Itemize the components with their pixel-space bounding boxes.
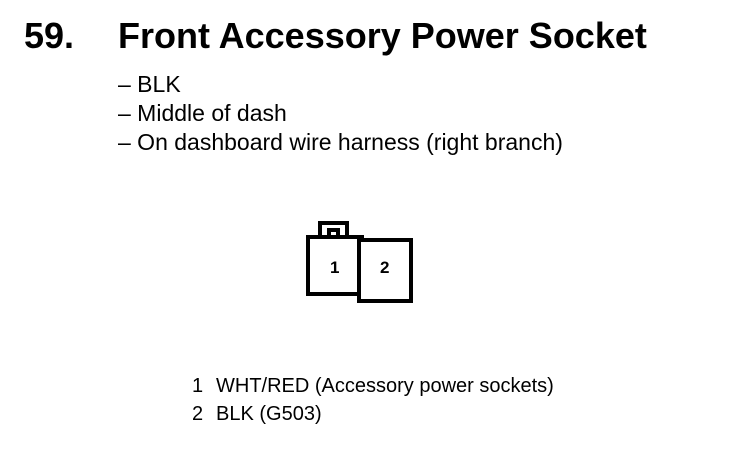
cavity-2-label: 2 [380,258,389,277]
cavity-2-outline [357,238,413,303]
connector-location: – Middle of dash [118,100,287,126]
item-number: 59. [24,15,75,56]
connector-harness: – On dashboard wire harness (right branc… [118,129,563,155]
connector-color: – BLK [118,71,181,97]
pin-row: 2 BLK (G503) [192,400,554,428]
pin-description: BLK (G503) [216,403,322,425]
pin-description: WHT/RED (Accessory power sockets) [216,375,554,397]
connector-details: – BLK – Middle of dash – On dashboard wi… [118,70,563,157]
page-title: Front Accessory Power Socket [118,15,647,56]
pin-row: 1 WHT/RED (Accessory power sockets) [192,372,554,400]
pin-number: 2 [192,403,204,425]
locking-tab [318,221,349,237]
locking-tab-inner [327,228,340,237]
cavity-1-label: 1 [330,258,339,277]
connector-diagram: 1 2 [306,221,413,303]
pin-number: 1 [192,375,204,397]
page-heading: 59. Front Accessory Power Socket [24,14,647,58]
pin-list: 1 WHT/RED (Accessory power sockets) 2 BLK … [192,372,554,428]
